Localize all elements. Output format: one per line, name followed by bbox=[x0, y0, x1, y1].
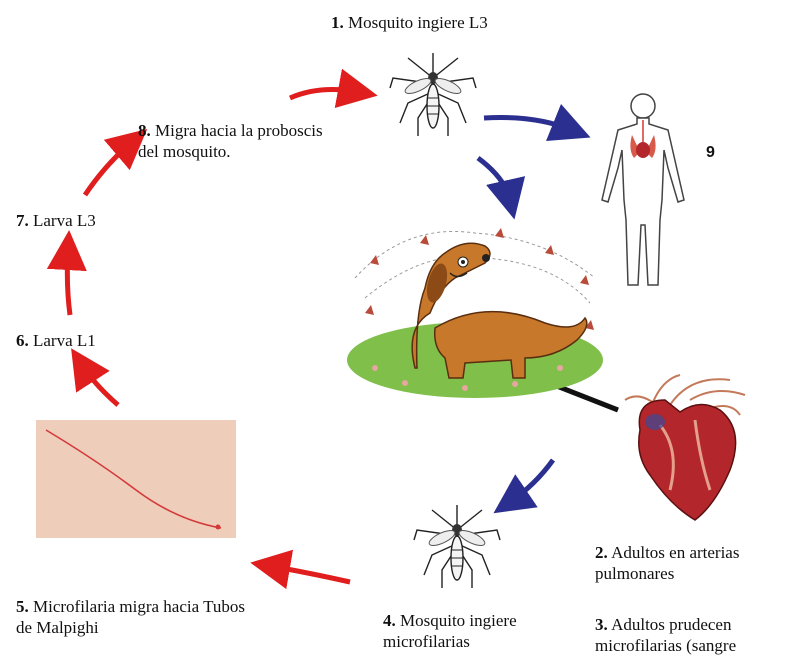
arrow-1-to-human bbox=[484, 118, 572, 131]
arrow-5-to-6 bbox=[82, 365, 118, 405]
label-step-7: 7. Larva L3 bbox=[16, 210, 96, 231]
heart-illustration bbox=[620, 370, 750, 525]
microfilaria-skin-photo bbox=[36, 420, 236, 538]
label-step-1: 1. Mosquito ingiere L3 bbox=[331, 12, 488, 33]
arrow-1-to-dog bbox=[478, 158, 510, 200]
arrow-heart-to-4 bbox=[510, 460, 553, 502]
mosquito-icon bbox=[388, 48, 478, 138]
arrow-6-to-7 bbox=[67, 250, 70, 315]
human-marker: 9 bbox=[706, 142, 715, 163]
dog-illustration bbox=[345, 218, 610, 400]
arrow-8-to-1 bbox=[290, 90, 358, 98]
label-step-6: 6. Larva L1 bbox=[16, 330, 96, 351]
arrow-4-to-5 bbox=[270, 566, 350, 582]
mosquito-icon bbox=[412, 500, 502, 590]
arrow-7-to-8 bbox=[85, 142, 132, 195]
